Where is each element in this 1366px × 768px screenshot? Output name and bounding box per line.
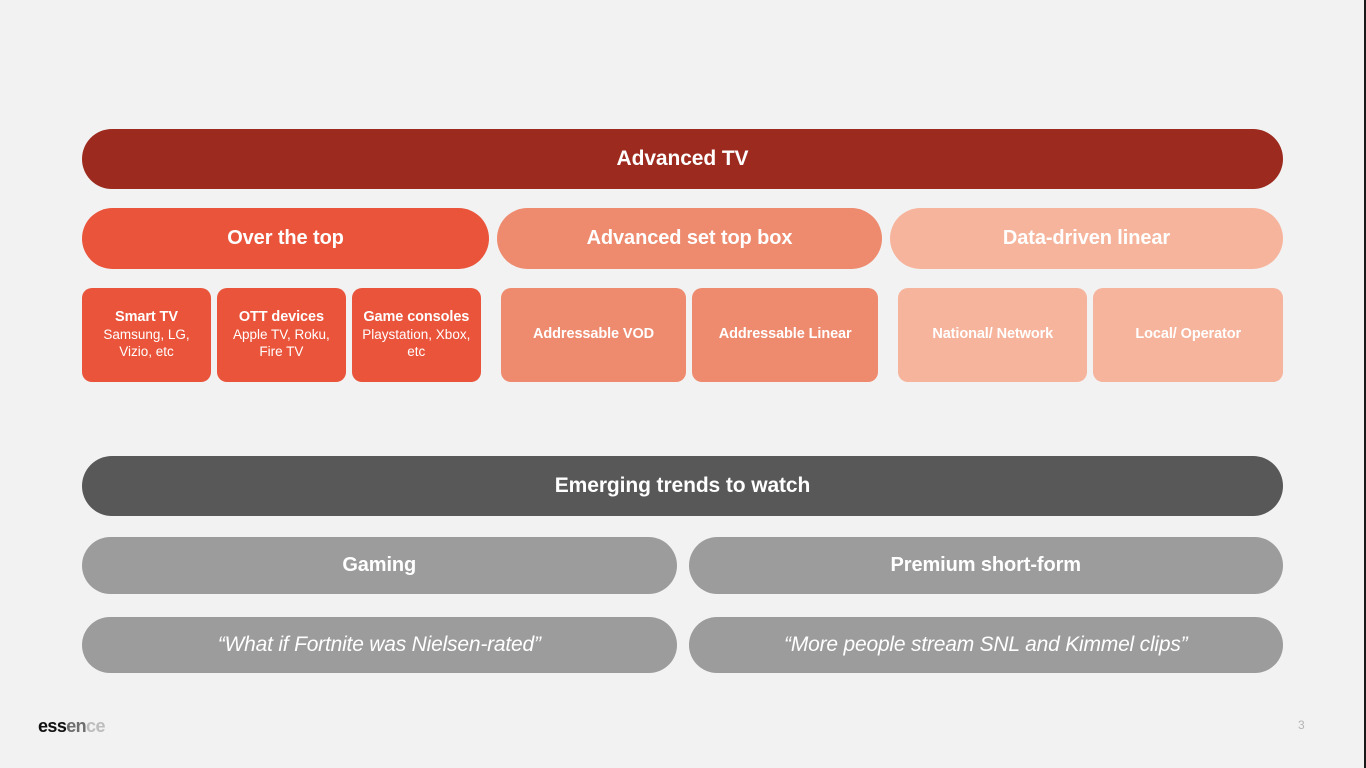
item-national-network[interactable]: National/ Network: [897, 288, 1088, 382]
category-data-driven-linear[interactable]: Data-driven linear: [890, 208, 1283, 269]
trend-gaming-quote: “What if Fortnite was Nielsen-rated”: [82, 617, 677, 673]
page-number: 3: [1298, 718, 1305, 732]
item-group-over-the-top: Smart TV Samsung, LG, Vizio, etc OTT dev…: [82, 288, 481, 382]
trend-gaming[interactable]: Gaming: [82, 537, 677, 594]
logo-part-3: ce: [86, 716, 105, 736]
category-over-the-top[interactable]: Over the top: [82, 208, 489, 269]
trend-premium-short-form-quote: “More people stream SNL and Kimmel clips…: [688, 617, 1283, 673]
item-title: Smart TV: [115, 308, 178, 325]
item-subtitle: Apple TV, Roku, Fire TV: [232, 327, 330, 360]
logo-part-1: ess: [38, 716, 67, 736]
advanced-tv-category-row: Over the top Advanced set top box Data-d…: [82, 208, 1283, 269]
item-addressable-vod[interactable]: Addressable VOD: [500, 288, 687, 382]
item-local-operator[interactable]: Local/ Operator: [1093, 288, 1284, 382]
advanced-tv-item-row: Smart TV Samsung, LG, Vizio, etc OTT dev…: [82, 288, 1284, 382]
item-title: OTT devices: [238, 308, 324, 325]
emerging-trends-header: Emerging trends to watch: [82, 456, 1283, 516]
item-group-advanced-set-top-box: Addressable VOD Addressable Linear: [500, 288, 878, 382]
item-title: Local/ Operator: [1135, 326, 1242, 343]
item-game-consoles[interactable]: Game consoles Playstation, Xbox, etc: [351, 288, 481, 382]
category-advanced-set-top-box[interactable]: Advanced set top box: [497, 208, 882, 269]
item-subtitle: Samsung, LG, Vizio, etc: [103, 327, 190, 360]
item-title: Addressable VOD: [533, 326, 655, 343]
advanced-tv-header: Advanced TV: [82, 129, 1283, 189]
logo-part-2: en: [66, 716, 87, 736]
item-title: Addressable Linear: [718, 326, 852, 343]
item-title: Game consoles: [363, 308, 470, 325]
trend-premium-short-form[interactable]: Premium short-form: [688, 537, 1283, 594]
item-smart-tv[interactable]: Smart TV Samsung, LG, Vizio, etc: [82, 288, 211, 382]
item-title: National/ Network: [932, 326, 1054, 343]
essence-logo: essence: [38, 716, 105, 737]
item-group-data-driven-linear: National/ Network Local/ Operator: [897, 288, 1284, 382]
item-ott-devices[interactable]: OTT devices Apple TV, Roku, Fire TV: [216, 288, 346, 382]
emerging-trends-quote-row: “What if Fortnite was Nielsen-rated” “Mo…: [82, 617, 1283, 673]
item-addressable-linear[interactable]: Addressable Linear: [692, 288, 878, 382]
item-subtitle: Playstation, Xbox, etc: [362, 327, 471, 360]
emerging-trends-label-row: Gaming Premium short-form: [82, 537, 1283, 594]
